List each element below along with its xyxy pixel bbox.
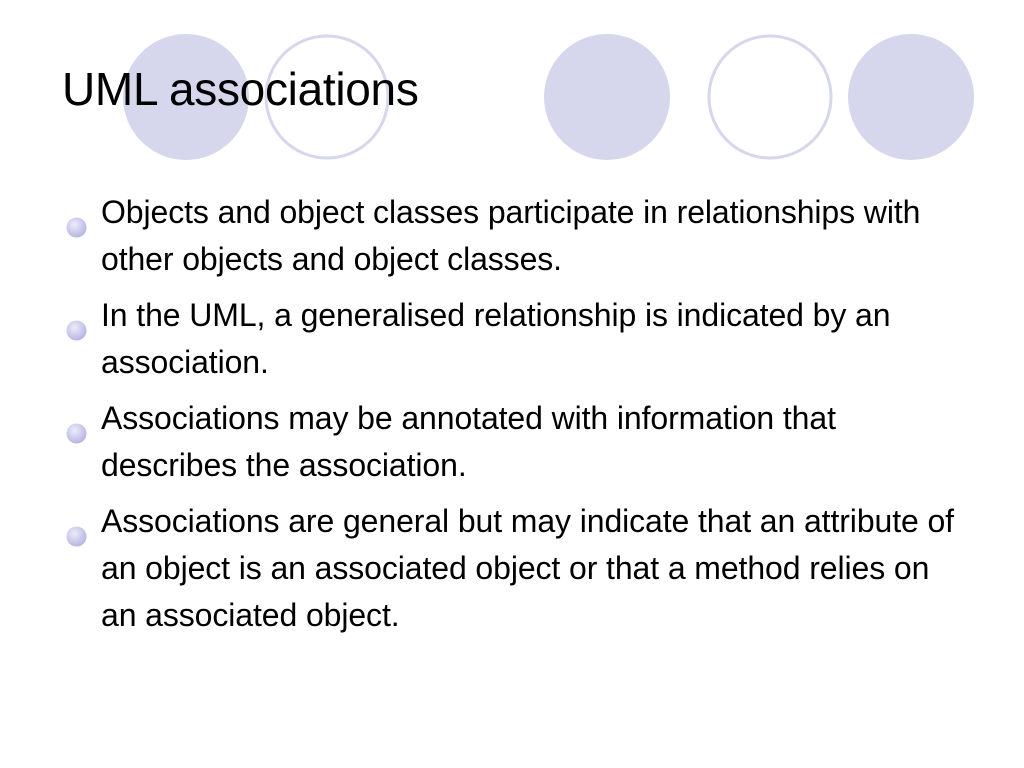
decor-circle-outline-1 [264, 34, 390, 160]
slide-title: UML associations [62, 63, 419, 115]
bullet-dot-icon [66, 204, 87, 238]
bullet-text: In the UML, a generalised relationship i… [101, 297, 891, 380]
decor-circle-filled-1 [123, 34, 249, 160]
decor-circle-filled-3 [848, 34, 974, 160]
bullet-item: Associations are general but may indicat… [64, 498, 964, 639]
decor-circle-outline-2 [707, 34, 833, 160]
bullet-text: Associations may be annotated with infor… [101, 400, 836, 483]
bullet-dot-icon [66, 307, 87, 341]
decor-circle-filled-2 [544, 34, 670, 160]
bullet-dot-icon [66, 513, 87, 547]
bullet-dot-icon [66, 410, 87, 444]
bullet-list: Objects and object classes participate i… [64, 189, 964, 648]
bullet-item: Objects and object classes participate i… [64, 189, 964, 283]
bullet-text: Associations are general but may indicat… [101, 503, 954, 633]
bullet-item: In the UML, a generalised relationship i… [64, 292, 964, 386]
bullet-text: Objects and object classes participate i… [101, 194, 921, 277]
bullet-item: Associations may be annotated with infor… [64, 395, 964, 489]
